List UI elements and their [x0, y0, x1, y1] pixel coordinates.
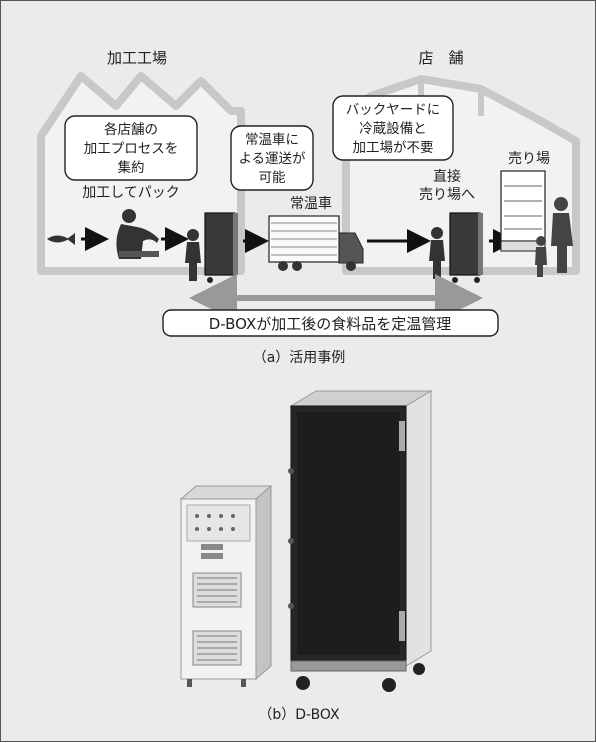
- worker-icon: [116, 209, 159, 259]
- process-label: 加工してパック: [82, 185, 180, 201]
- callout-consolidate-line-2: 加工プロセスを: [84, 141, 179, 157]
- callout-consolidate-line-1: 各店舗の: [104, 122, 158, 138]
- callout-backyard-line-3: 加工場が不要: [353, 140, 434, 156]
- callout-transport: 常温車に よる運送が 可能: [230, 125, 314, 191]
- store-label: 店 舗: [418, 49, 463, 67]
- dbox-banner-text: D-BOXが加工後の食料品を定温管理: [209, 315, 452, 333]
- callout-backyard-line-1: バックヤードに: [346, 102, 441, 118]
- truck-icon: [268, 215, 364, 271]
- store-dbox-cabinet-icon: [449, 212, 483, 283]
- shoppers-icon: [535, 197, 573, 277]
- dbox-unit-photo: [288, 390, 433, 692]
- truck-label: 常温車: [290, 195, 332, 212]
- callout-backyard: バックヤードに 冷蔵設備と 加工場が不要: [332, 95, 454, 161]
- dbox-banner: D-BOXが加工後の食料品を定温管理: [162, 309, 499, 337]
- person-icon: [185, 229, 201, 281]
- showcase-icon: [500, 170, 546, 252]
- callout-backyard-line-2: 冷蔵設備と: [359, 121, 427, 137]
- callout-consolidate: 各店舗の 加工プロセスを 集約: [64, 115, 198, 181]
- fish-icon: [47, 233, 75, 245]
- callout-consolidate-line-3: 集約: [118, 160, 145, 176]
- caption-a: （a）活用事例: [253, 350, 346, 366]
- direct-label-line-1: 直接: [433, 168, 461, 185]
- callout-transport-line-2: よる運送が: [238, 151, 306, 167]
- callout-transport-line-1: 常温車に: [245, 132, 299, 148]
- store-person-icon: [429, 227, 445, 279]
- control-unit-photo: [179, 484, 273, 687]
- factory-label: 加工工場: [107, 49, 167, 67]
- caption-b: （b）D-BOX: [258, 707, 340, 723]
- dbox-cabinet-icon: [204, 212, 238, 283]
- sales-floor-label: 売り場: [508, 151, 550, 167]
- callout-transport-line-3: 可能: [259, 170, 286, 186]
- direct-label-line-2: 売り場へ: [419, 187, 475, 203]
